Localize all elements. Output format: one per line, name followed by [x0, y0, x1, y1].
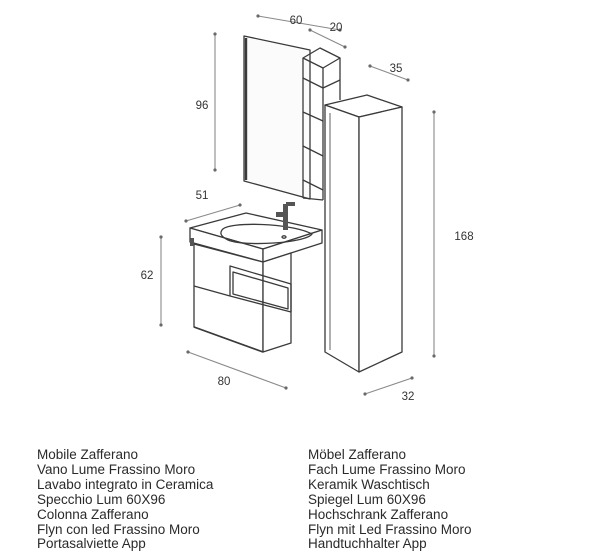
legend-item: Fach Lume Frassino Moro: [308, 461, 466, 477]
legend-item: Colonna Zafferano: [37, 506, 149, 522]
dim-basin-depth: 51: [196, 190, 209, 202]
legend-item: Flyn con led Frassino Moro: [37, 521, 200, 537]
dim-mirror-height: 96: [196, 100, 209, 112]
dim-cabinet-depth: 32: [402, 391, 415, 403]
legend-item: Hochschrank Zafferano: [308, 506, 449, 522]
dim-cabinet-height: 62: [141, 270, 154, 282]
legend-german: Möbel Zafferano Fach Lume Frassino Moro …: [308, 447, 472, 552]
legend-item: Möbel Zafferano: [308, 447, 407, 462]
dim-column-height: 168: [454, 231, 473, 243]
dimension-labels: 60 20 35 96 51 168 62 80 32: [141, 15, 474, 403]
dim-cabinet-width: 80: [218, 376, 231, 388]
legend-item: Flyn mit Led Frassino Moro: [308, 521, 472, 537]
shelf-unit: [302, 47, 341, 201]
dimension-lines: [160, 15, 435, 395]
dim-column-depth: 35: [390, 63, 403, 75]
legend-item: Vano Lume Frassino Moro: [37, 461, 196, 477]
legend-item: Keramik Waschtisch: [308, 476, 430, 492]
legend-item: Handtuchhalter App: [308, 536, 427, 552]
legend-item: Specchio Lum 60X96: [37, 491, 166, 507]
mirror: [243, 35, 311, 200]
dim-shelf-width: 20: [330, 22, 343, 34]
legend-item: Spiegel Lum 60X96: [308, 491, 426, 507]
vanity-unit: [189, 212, 323, 353]
legend-item: Lavabo integrato in Ceramica: [37, 476, 214, 492]
dimension-ticks: [159, 14, 436, 396]
furniture-drawing: 60 20 35 96 51 168 62 80 32: [141, 14, 474, 403]
legend-italian: Mobile Zafferano Vano Lume Frassino Moro…: [37, 447, 214, 552]
legend-item: Mobile Zafferano: [37, 447, 139, 462]
legend-item: Portasalviette App: [37, 536, 146, 552]
dim-mirror-width: 60: [290, 15, 303, 27]
tall-column: [324, 94, 403, 373]
faucet: [276, 202, 295, 230]
